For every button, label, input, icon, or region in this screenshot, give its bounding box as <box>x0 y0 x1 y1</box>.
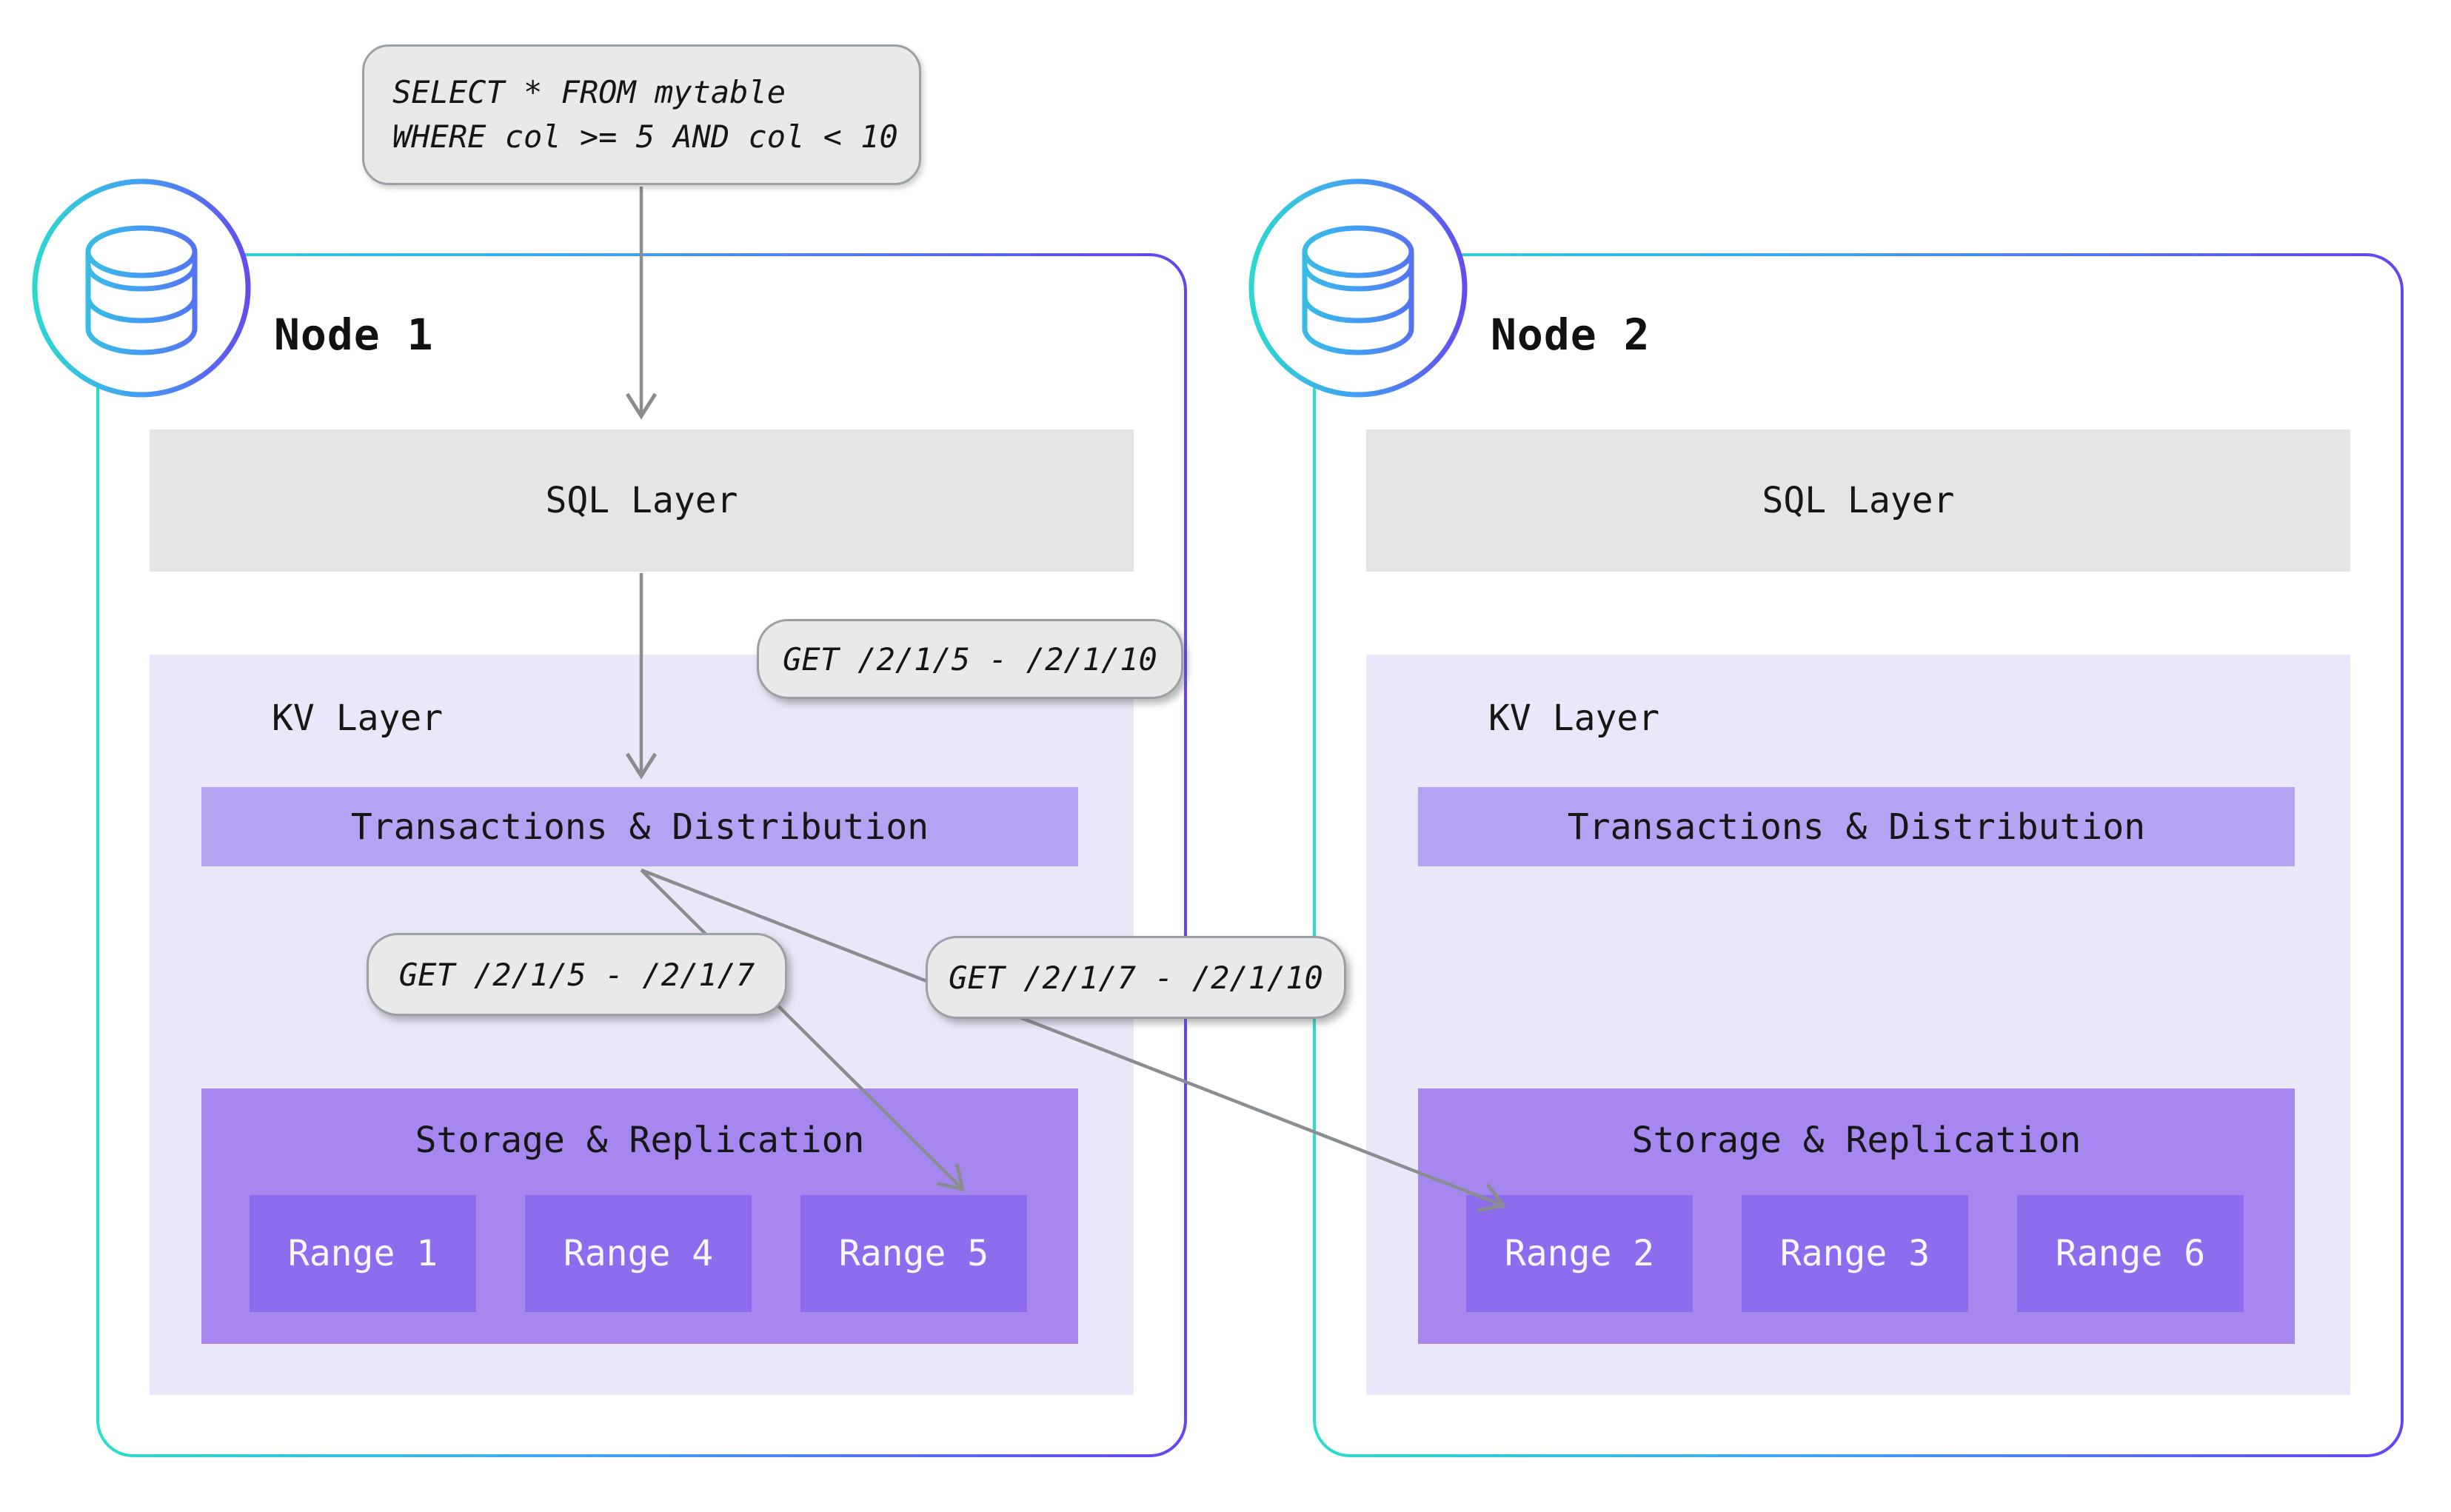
arrow-transactions-to-range5 <box>640 869 966 1192</box>
sql-query-box: SELECT * FROM mytable WHERE col >= 5 AND… <box>362 44 921 185</box>
database-icon <box>32 178 251 398</box>
range-box: Range 1 <box>250 1195 476 1312</box>
node-2-storage-replication: Storage & Replication Range 2 Range 3 Ra… <box>1418 1088 2295 1344</box>
node-1-storage-label: Storage & Replication <box>415 1120 865 1161</box>
node-1-transactions-label: Transactions & Distribution <box>350 806 929 848</box>
node-1-sql-layer: SQL Layer <box>150 429 1134 572</box>
database-icon <box>1248 178 1468 398</box>
get-range-full-text: GET /2/1/5 - /2/1/10 <box>783 640 1157 678</box>
node-1-range-row: Range 1 Range 4 Range 5 <box>250 1195 1027 1312</box>
range-box: Range 4 <box>525 1195 752 1312</box>
node-1-sql-layer-label: SQL Layer <box>545 480 738 521</box>
node-1-transactions-distribution: Transactions & Distribution <box>201 787 1078 866</box>
range-box: Range 2 <box>1466 1195 1693 1312</box>
arrow-transactions-to-range2-node2 <box>641 868 1507 1213</box>
get-range-right-label: GET /2/1/7 - /2/1/10 <box>926 936 1346 1019</box>
node-2-sql-layer: SQL Layer <box>1366 429 2350 572</box>
get-range-full-label: GET /2/1/5 - /2/1/10 <box>757 619 1183 699</box>
sql-query-line-2: WHERE col >= 5 AND col < 10 <box>392 118 898 155</box>
node-2-title: Node 2 <box>1491 310 1651 360</box>
range-box: Range 3 <box>1742 1195 1968 1312</box>
node-2-sql-layer-label: SQL Layer <box>1762 480 1955 521</box>
node-2-range-row: Range 2 Range 3 Range 6 <box>1466 1195 2244 1312</box>
node-1-kv-layer-label: KV Layer <box>272 698 444 739</box>
node-1-title: Node 1 <box>274 310 434 360</box>
get-range-left-label: GET /2/1/5 - /2/1/7 <box>367 933 787 1016</box>
node-2-kv-layer-label: KV Layer <box>1488 698 1660 739</box>
node-2-storage-label: Storage & Replication <box>1631 1120 2081 1161</box>
range-box: Range 5 <box>800 1195 1027 1312</box>
range-box: Range 6 <box>2017 1195 2244 1312</box>
get-range-left-text: GET /2/1/5 - /2/1/7 <box>398 956 755 993</box>
node-2-container: Node 2 SQL Layer KV Layer Transactions &… <box>1313 253 2404 1457</box>
node-2-transactions-distribution: Transactions & Distribution <box>1418 787 2295 866</box>
node-1-container: Node 1 SQL Layer KV Layer Transactions &… <box>96 253 1187 1457</box>
sql-query-line-1: SELECT * FROM mytable <box>392 74 786 110</box>
node-2-transactions-label: Transactions & Distribution <box>1567 806 2146 848</box>
get-range-right-text: GET /2/1/7 - /2/1/10 <box>949 959 1323 996</box>
node-1-storage-replication: Storage & Replication Range 1 Range 4 Ra… <box>201 1088 1078 1344</box>
